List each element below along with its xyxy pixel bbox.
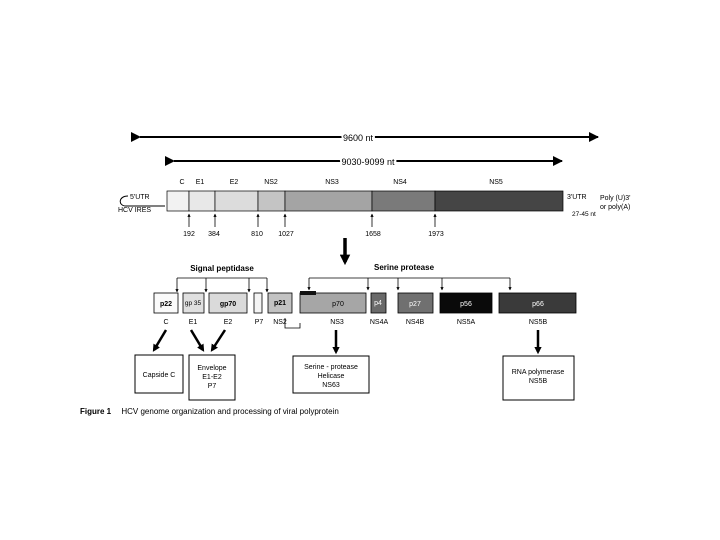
protein-label-p22: p22	[160, 301, 172, 308]
protein-label-gp70: gp70	[220, 301, 236, 308]
protein-box-p21	[267, 292, 293, 314]
function-serine-3: NS63	[322, 382, 340, 389]
protein-box-p4	[370, 292, 387, 314]
figure-caption: Figure 1 HCV genome organization and pro…	[80, 407, 339, 416]
protein-box-p56	[439, 292, 493, 314]
region-label-c: C	[179, 179, 184, 186]
function-envelope-1: Envelope	[197, 365, 226, 372]
genome-region-e2	[214, 190, 259, 212]
function-box-envelope	[188, 354, 236, 401]
orf-length-label: 9030-9099 nt	[341, 157, 395, 167]
region-label-ns2: NS2	[264, 179, 278, 186]
cleavage-site-1973: 1973	[428, 231, 444, 238]
function-envelope-2: E1-E2	[202, 374, 222, 381]
serine-protease-label: Serine protease	[374, 263, 435, 272]
protein-name-e2: E2	[224, 319, 233, 326]
region-label-e2: E2	[230, 179, 239, 186]
protein-label-p66: p66	[532, 301, 544, 308]
arrow-c-to-capside	[152, 329, 168, 352]
region-label-ns3: NS3	[325, 179, 339, 186]
protein-name-p7: P7	[255, 319, 264, 326]
function-rna-1: RNA polymerase	[512, 369, 565, 376]
function-serine-1: Serine - protease	[304, 364, 358, 371]
protein-box-p22	[153, 292, 179, 314]
protein-label-p4: p4	[374, 300, 382, 307]
protein-label-p27: p27	[409, 301, 421, 308]
signal-peptidase-label: Signal peptidase	[190, 264, 254, 273]
utr3-length-label: 27-45 nt	[572, 211, 596, 218]
function-rna-2: NS5B	[529, 378, 548, 385]
protein-box-gp70	[208, 292, 248, 314]
arrow-e2-to-envelope	[210, 329, 227, 352]
genome-region-e1	[188, 190, 216, 212]
caption-text: HCV genome organization and processing o…	[121, 407, 338, 416]
region-label-ns4: NS4	[393, 179, 407, 186]
function-box-capside	[134, 354, 184, 394]
genome-region-ns3	[284, 190, 373, 212]
protein-label-gp35-text: gp 35	[185, 300, 202, 307]
ires-label: HCV IRES	[118, 207, 151, 214]
poly-label-2: or poly(A)	[600, 204, 630, 211]
caption-label: Figure 1	[80, 407, 112, 416]
protein-name-ns4b: NS4B	[406, 319, 425, 326]
utr3-label: 3'UTR	[567, 194, 587, 201]
protein-name-c: C	[163, 319, 168, 326]
genome-region-ns4	[371, 190, 436, 212]
cleavage-site-384: 384	[208, 231, 220, 238]
cleavage-site-1658: 1658	[365, 231, 381, 238]
protein-box-p70-cap	[300, 291, 316, 295]
protein-name-ns3: NS3	[330, 319, 344, 326]
protein-label-p56: p56	[460, 301, 472, 308]
region-label-ns5: NS5	[489, 179, 503, 186]
function-box-rna	[502, 355, 575, 401]
function-capside: Capside C	[143, 372, 176, 379]
cleavage-site-810: 810	[251, 231, 263, 238]
function-serine-2: Helicase	[318, 373, 345, 380]
region-label-e1: E1	[196, 179, 205, 186]
protein-box-p70	[299, 292, 367, 314]
protein-name-ns2: NS2	[273, 319, 287, 326]
arrow-e1-to-envelope	[189, 329, 205, 352]
protein-name-ns5a: NS5A	[457, 319, 476, 326]
protein-box-p7	[253, 292, 263, 314]
protein-name-e1: E1	[189, 319, 198, 326]
protein-label-p70: p70	[332, 301, 344, 308]
cleavage-site-192: 192	[183, 231, 195, 238]
total-length-label: 9600 nt	[343, 133, 374, 143]
genome-region-ns5	[434, 190, 564, 212]
function-envelope-3: P7	[208, 383, 217, 390]
genome-region-c	[166, 190, 190, 212]
ns2-ns3-cleavage-bracket	[284, 318, 301, 329]
function-box-serine	[292, 355, 370, 394]
genome-region-ns2	[257, 190, 286, 212]
protein-label-gp35: gp 35	[185, 300, 202, 307]
utr5-label: 5'UTR	[130, 194, 150, 201]
protein-box-p66	[498, 292, 577, 314]
protein-label-p21: p21	[274, 300, 286, 307]
ires-curl	[119, 195, 165, 207]
cleavage-site-1027: 1027	[278, 231, 294, 238]
protein-box-p27	[397, 292, 434, 314]
protein-name-ns4a: NS4A	[370, 319, 389, 326]
poly-label-1: Poly (U)3'	[600, 195, 631, 202]
protein-box-gp35	[182, 292, 205, 314]
protein-name-ns5b: NS5B	[529, 319, 548, 326]
